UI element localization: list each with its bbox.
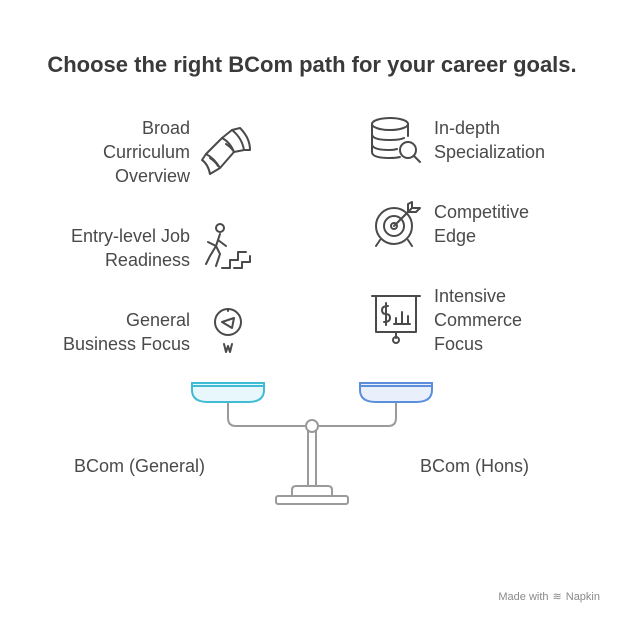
right-item-intensive-commerce: Intensive Commerce Focus [434,286,523,354]
left-item-entry-level-job: Entry-level Job Readiness [70,226,190,270]
scale-base [275,495,349,505]
left-option-label: BCom (General) [74,456,206,476]
climbing-stairs-icon [204,222,256,272]
right-item-competitive-edge: Competitive Edge [434,202,530,246]
napkin-logo-icon: ≋ [552,591,562,603]
database-search-icon [370,116,424,166]
compass-icon [210,306,246,356]
left-item-broad-curriculum: Broad Curriculum Overview [102,118,190,186]
scale-post [307,429,317,491]
presentation-chart-icon [370,292,422,346]
scale-base-top [291,485,333,496]
page-title: Choose the right BCom path for your care… [47,52,577,77]
right-item-in-depth: In-depth Specialization [434,118,546,162]
scale-pivot [305,419,319,433]
made-with-credit[interactable]: Made with ≋ Napkin [498,590,600,604]
right-pan [359,382,433,403]
right-option-label: BCom (Hons) [420,456,530,476]
left-item-general-business: General Business Focus [62,310,190,354]
target-arrow-icon [372,200,422,250]
left-pan [191,382,265,403]
book-pages-icon [200,124,256,178]
